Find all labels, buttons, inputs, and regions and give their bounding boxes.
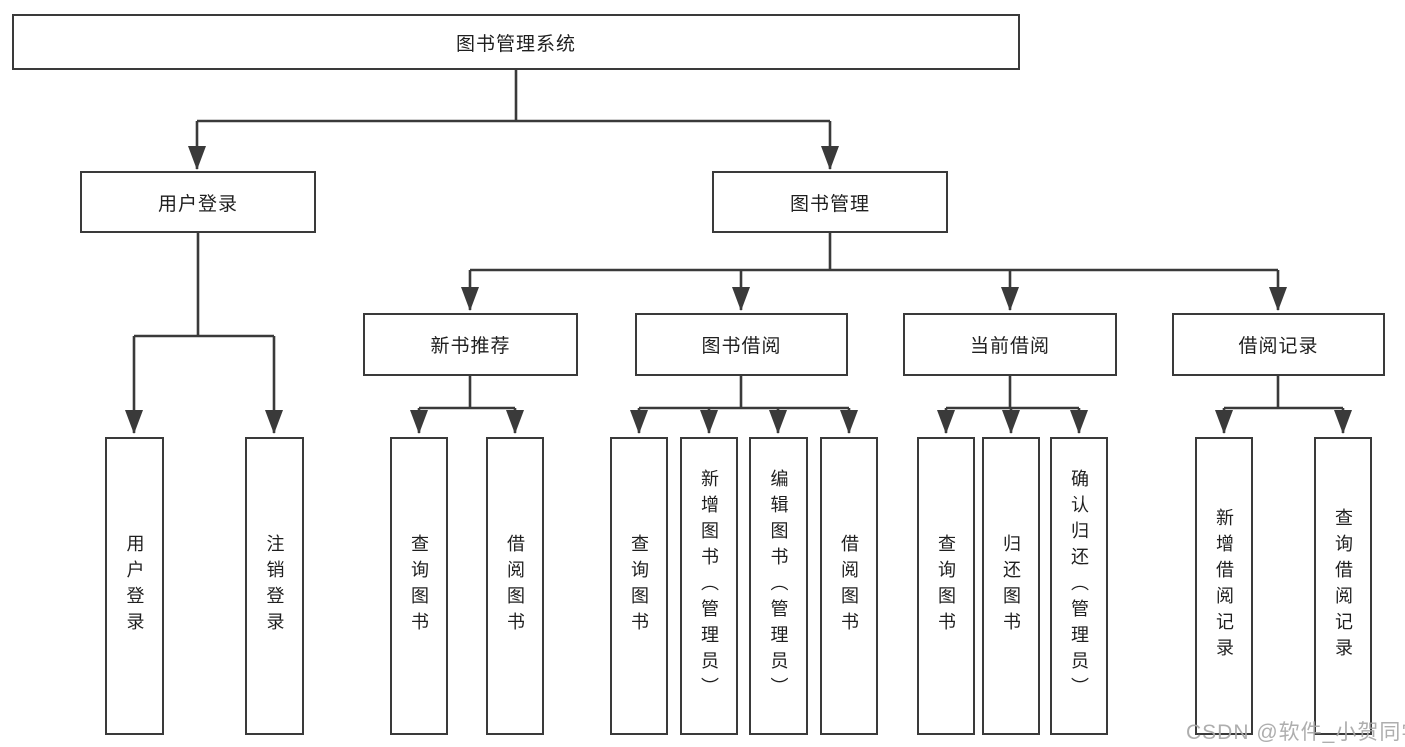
- node-new-book-recommend: 新书推荐: [363, 313, 578, 376]
- leaf-newbook-borrow-books: 借阅图书: [486, 437, 544, 735]
- node-borrow-records: 借阅记录: [1172, 313, 1385, 376]
- node-root: 图书管理系统: [12, 14, 1020, 70]
- leaf-borrow-edit-books-admin-label: 编辑图书（管理员）: [768, 469, 789, 703]
- leaf-borrow-borrow-books: 借阅图书: [820, 437, 878, 735]
- leaf-current-confirm-return-admin-label: 确认归还（管理员）: [1069, 469, 1089, 703]
- leaf-borrow-edit-books-admin: 编辑图书（管理员）: [749, 437, 808, 735]
- leaf-borrow-query-books: 查询图书: [610, 437, 668, 735]
- node-book-borrow-label: 图书借阅: [701, 336, 782, 357]
- leaf-records-add-record-label: 新增借阅记录: [1214, 508, 1234, 664]
- node-user-login-label: 用户登录: [157, 193, 238, 215]
- leaf-current-return-books-label: 归还图书: [1001, 534, 1021, 638]
- connector-book-management-to-level3: [461, 233, 1287, 311]
- node-new-book-recommend-label: 新书推荐: [430, 336, 511, 357]
- connector-user-login-to-leaves: [125, 233, 283, 434]
- node-borrow-records-label: 借阅记录: [1238, 336, 1319, 357]
- leaf-logout-label: 注销登录: [264, 534, 285, 638]
- leaf-current-confirm-return-admin: 确认归还（管理员）: [1050, 437, 1108, 735]
- leaf-records-query-record: 查询借阅记录: [1314, 437, 1372, 735]
- leaf-user-login-label: 用户登录: [124, 534, 145, 638]
- connector-new-book-recommend-to-leaves: [410, 376, 524, 434]
- node-book-management: 图书管理: [712, 171, 948, 233]
- node-current-borrow: 当前借阅: [903, 313, 1117, 376]
- leaf-logout: 注销登录: [245, 437, 304, 735]
- leaf-borrow-query-books-label: 查询图书: [629, 534, 649, 638]
- connector-root-to-level2: [188, 70, 839, 170]
- node-user-login: 用户登录: [80, 171, 316, 233]
- leaf-records-query-record-label: 查询借阅记录: [1333, 508, 1353, 664]
- node-root-label: 图书管理系统: [455, 33, 576, 55]
- connector-current-borrow-to-leaves: [937, 376, 1088, 434]
- leaf-current-query-books-label: 查询图书: [936, 534, 956, 638]
- leaf-records-add-record: 新增借阅记录: [1195, 437, 1253, 735]
- leaf-current-return-books: 归还图书: [982, 437, 1040, 735]
- leaf-newbook-borrow-books-label: 借阅图书: [505, 534, 525, 638]
- node-book-borrow: 图书借阅: [635, 313, 848, 376]
- leaf-borrow-borrow-books-label: 借阅图书: [839, 534, 859, 638]
- node-current-borrow-label: 当前借阅: [969, 336, 1050, 357]
- leaf-borrow-add-books-admin: 新增图书（管理员）: [680, 437, 738, 735]
- connector-book-borrow-to-leaves: [630, 376, 858, 434]
- leaf-current-query-books: 查询图书: [917, 437, 975, 735]
- leaf-borrow-add-books-admin-label: 新增图书（管理员）: [699, 469, 719, 703]
- connector-borrow-records-to-leaves: [1215, 376, 1352, 434]
- leaf-user-login: 用户登录: [105, 437, 164, 735]
- node-book-management-label: 图书管理: [789, 193, 870, 215]
- watermark: CSDN @软件_小贺同学: [1186, 721, 1405, 744]
- leaf-newbook-query-books-label: 查询图书: [409, 534, 429, 638]
- leaf-newbook-query-books: 查询图书: [390, 437, 448, 735]
